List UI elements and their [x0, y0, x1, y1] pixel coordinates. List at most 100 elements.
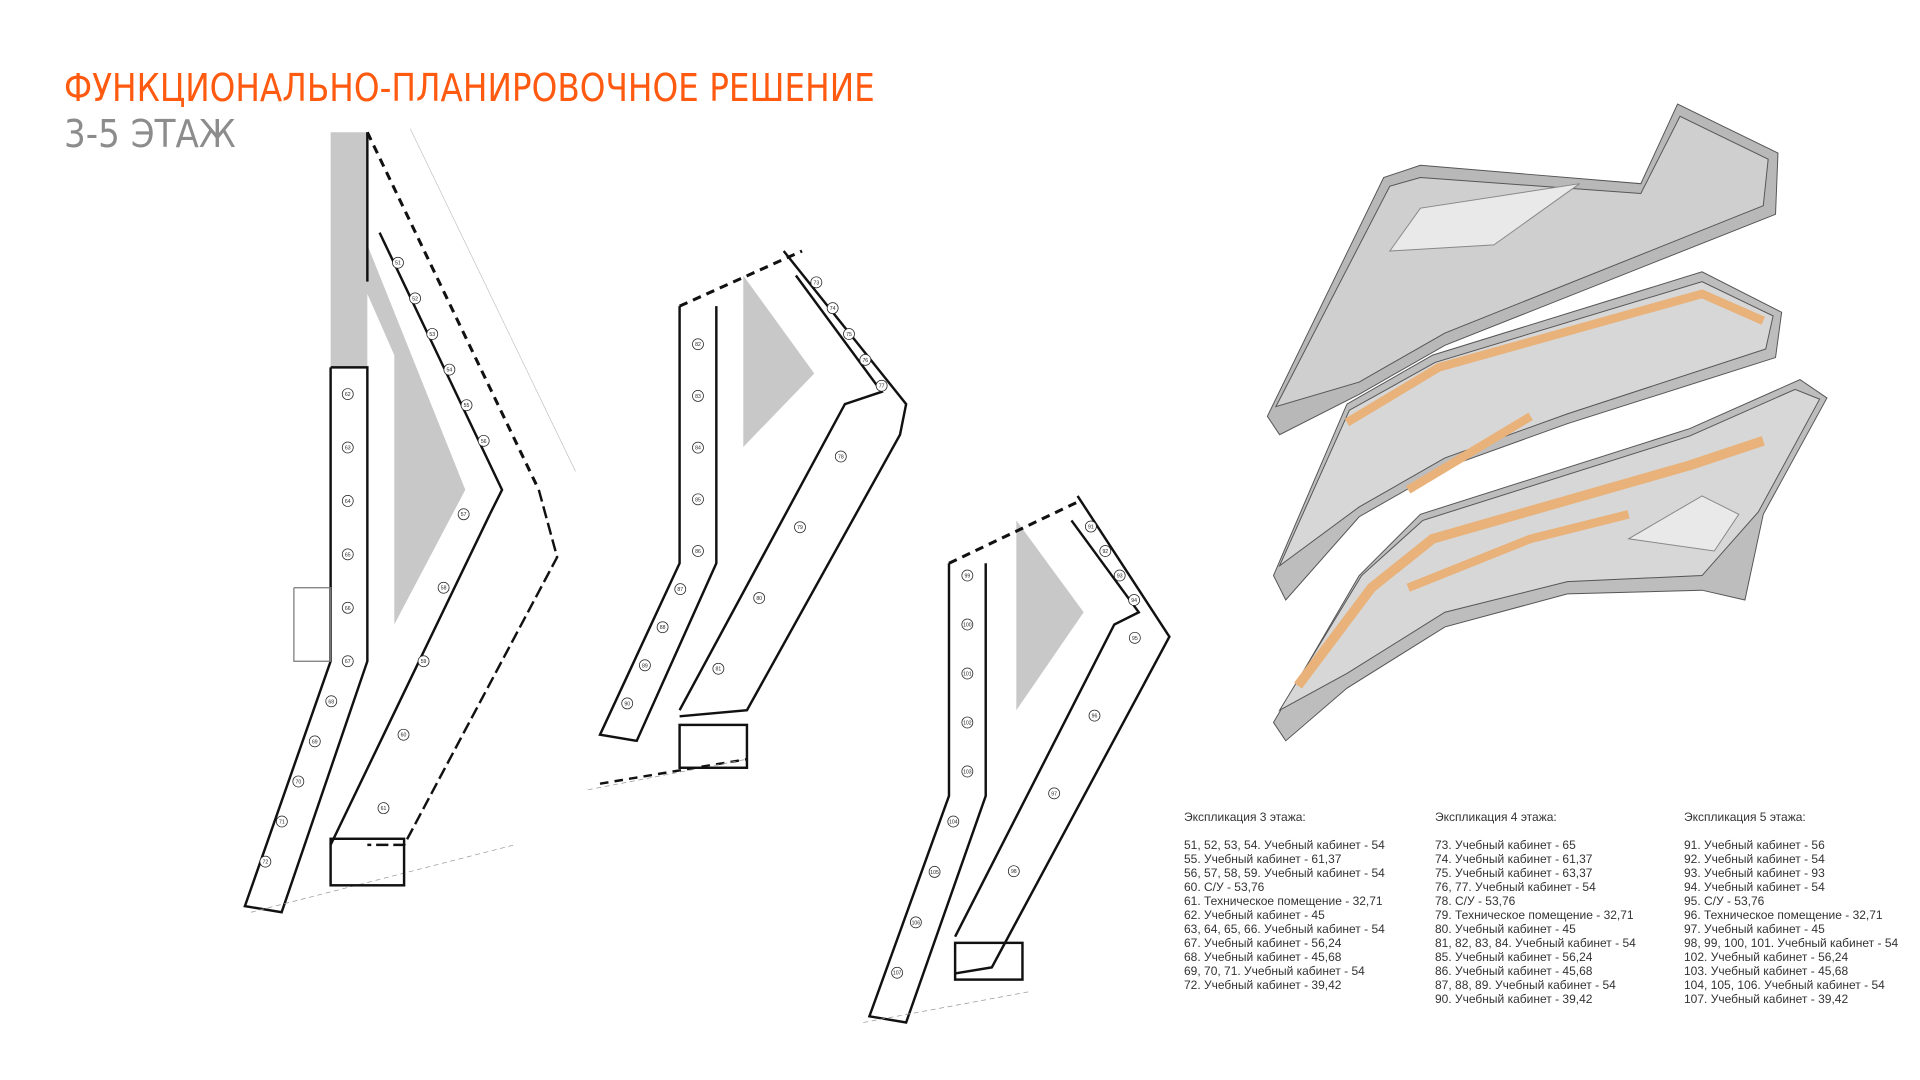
legend-item: 86. Учебный кабинет - 45,68	[1435, 964, 1593, 978]
room-number: 71	[279, 819, 285, 825]
room-marker	[875, 379, 888, 392]
room-number: 99	[965, 573, 971, 579]
room-number: 76	[862, 358, 868, 364]
timber-interior	[1344, 289, 1766, 427]
atrium-void	[330, 132, 466, 625]
room-marker	[961, 569, 974, 582]
room-marker	[417, 655, 430, 668]
room-number: 78	[838, 454, 844, 460]
room-number: 96	[1092, 714, 1098, 720]
room-marker	[457, 508, 470, 521]
bottom-dashed	[599, 757, 748, 785]
timber-interior	[1405, 412, 1533, 494]
room-marker	[810, 276, 823, 289]
facade-dashed	[948, 500, 1079, 565]
page-subtitle: 3-5 ЭТАЖ	[64, 112, 236, 156]
room-labels: 5152535455565758596061626364656667686970…	[259, 256, 1141, 979]
room-number: 89	[642, 663, 648, 669]
legend-item: 90. Учебный кабинет - 39,42	[1435, 992, 1593, 1006]
room-marker	[947, 815, 960, 828]
room-number: 53	[429, 332, 435, 338]
legend-item: 74. Учебный кабинет - 61,37	[1435, 852, 1593, 866]
room-marker	[656, 621, 669, 634]
room-number: 102	[963, 720, 972, 726]
legend-heading: Экспликация 3 этажа:	[1184, 810, 1306, 824]
room-marker	[1128, 594, 1140, 606]
room-marker	[426, 328, 439, 340]
legend-item: 55. Учебный кабинет - 61,37	[1184, 852, 1342, 866]
legend-item: 79. Техническое помещение - 32,71	[1435, 908, 1634, 922]
room-marker	[443, 363, 456, 376]
room-marker	[341, 441, 354, 454]
room-marker	[259, 855, 272, 868]
floor-plan-4	[587, 249, 908, 791]
dimension-line	[250, 844, 515, 913]
room-block	[329, 837, 406, 887]
legend-item: 76, 77. Учебный кабинет - 54	[1435, 880, 1596, 894]
room-number: 77	[879, 384, 885, 390]
room-marker	[961, 765, 974, 778]
room-marker	[1007, 865, 1020, 878]
room-marker	[341, 388, 354, 400]
room-number: 92	[1102, 549, 1108, 555]
room-number: 95	[1132, 636, 1138, 642]
room-number: 64	[345, 499, 351, 505]
room-marker	[834, 450, 847, 463]
room-number: 61	[381, 806, 387, 812]
room-number: 101	[963, 671, 972, 677]
room-number: 51	[395, 261, 401, 267]
room-number: 70	[295, 779, 301, 785]
outer-wall	[679, 250, 908, 718]
room-block	[678, 723, 749, 769]
room-marker	[843, 328, 855, 340]
room-marker	[1099, 545, 1112, 557]
room-marker	[961, 618, 974, 631]
room-marker	[674, 583, 687, 595]
dimension-line	[863, 991, 1029, 1023]
room-number: 75	[846, 332, 852, 338]
room-number: 94	[1131, 598, 1137, 604]
room-number: 57	[461, 512, 467, 518]
skylight	[1388, 183, 1580, 252]
room-number: 56	[481, 439, 487, 445]
legend-item: 92. Учебный кабинет - 54	[1684, 852, 1825, 866]
room-marker	[341, 601, 354, 614]
room-marker	[826, 302, 839, 315]
room-number: 82	[695, 342, 701, 348]
room-marker	[1085, 520, 1097, 533]
room-number: 66	[345, 606, 351, 612]
room-marker	[859, 353, 872, 366]
room-marker	[292, 775, 305, 788]
stair	[293, 587, 332, 662]
legend-item: 107. Учебный кабинет - 39,42	[1684, 992, 1849, 1006]
inner-wall	[678, 274, 884, 711]
room-marker	[1048, 787, 1061, 800]
floor-plan-5	[863, 495, 1171, 1024]
room-marker	[341, 495, 354, 507]
room-number: 85	[695, 497, 701, 503]
legend-item: 63, 64, 65, 66. Учебный кабинет - 54	[1184, 922, 1385, 936]
room-number: 63	[345, 445, 351, 451]
legend-heading: Экспликация 5 этажа:	[1684, 810, 1806, 824]
legend-item: 103. Учебный кабинет - 45,68	[1684, 964, 1849, 978]
room-marker	[1128, 631, 1141, 644]
wing-wall-inner	[329, 513, 491, 846]
room-number: 74	[830, 306, 836, 312]
legend-item: 78. С/У - 53,76	[1435, 894, 1516, 908]
legend-item: 67. Учебный кабинет - 56,24	[1184, 936, 1342, 950]
legend-floor-3: Экспликация 3 этажа: 51, 52, 53, 54. Уче…	[1184, 810, 1385, 992]
inner-wall	[378, 232, 504, 515]
room-marker	[794, 521, 806, 534]
room-marker	[377, 802, 390, 815]
legend-item: 91. Учебный кабинет - 56	[1684, 838, 1825, 852]
room-number: 98	[1011, 869, 1017, 875]
dimension-line	[587, 758, 748, 791]
room-marker	[692, 441, 704, 454]
room-number: 62	[345, 392, 351, 398]
room-number: 72	[263, 860, 269, 866]
room-number: 100	[963, 622, 972, 628]
room-number: 97	[1051, 791, 1057, 797]
room-marker	[392, 256, 404, 269]
legend-item: 75. Учебный кабинет - 63,37	[1435, 866, 1593, 880]
